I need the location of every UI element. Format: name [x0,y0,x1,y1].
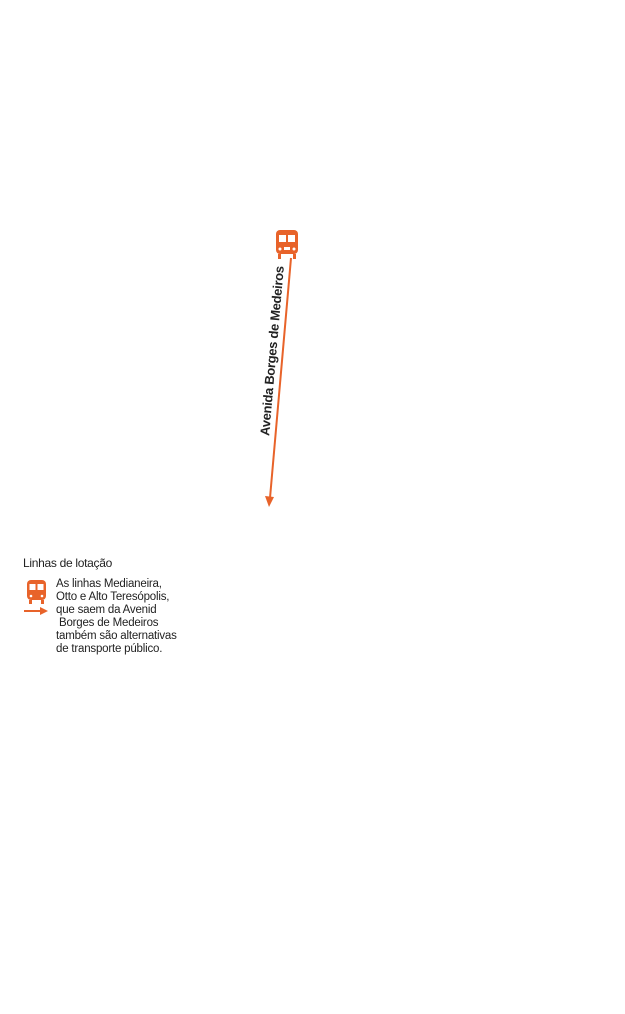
legend-line: Otto e Alto Teresópolis, [56,591,170,603]
legend-arrow-right-icon [24,607,48,615]
legend-line: As linhas Medianeira, [56,578,162,590]
legend-bus-icon [27,580,46,604]
route-line [265,257,292,507]
route-arrowhead-icon [265,496,274,507]
legend-line: de transporte público. [56,643,163,655]
bus-stop-icon[interactable] [276,230,298,259]
legend-line: também são alternativas [56,630,177,642]
legend-description: As linhas Medianeira, Otto e Alto Teresó… [56,578,177,656]
legend-line: que saem da Avenid [56,604,157,616]
legend-line: Borges de Medeiros [56,617,159,629]
legend-title: Linhas de lotação [23,556,112,570]
